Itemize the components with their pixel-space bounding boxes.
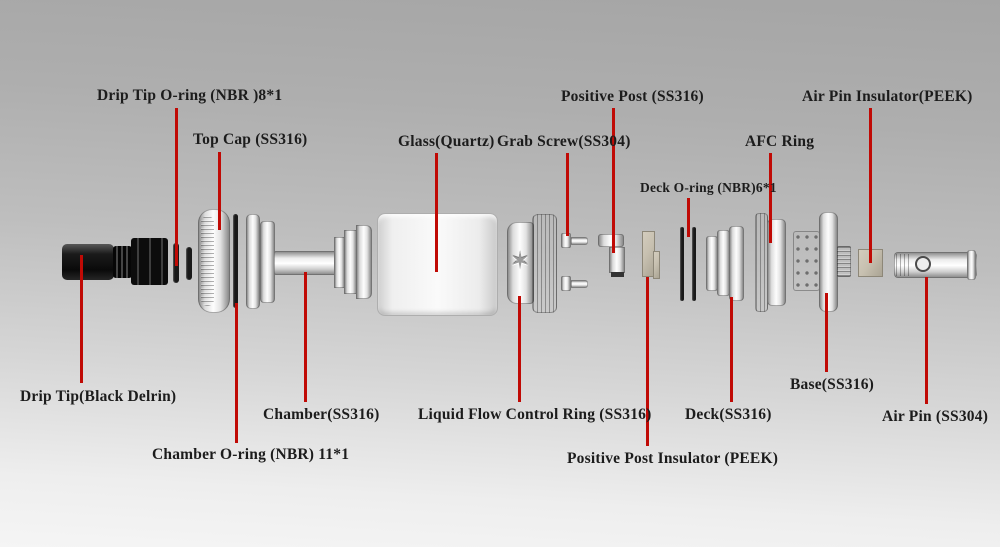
base-airflow-drum bbox=[793, 231, 820, 291]
leader-air-pin-insulator bbox=[869, 108, 872, 263]
grab-screw-top-shaft bbox=[571, 237, 588, 245]
label-deck-oring: Deck O-ring (NBR)6*1 bbox=[640, 180, 777, 195]
leader-chamber-oring bbox=[235, 303, 238, 443]
grab-screw-bottom-head bbox=[561, 276, 571, 291]
leader-deck-oring bbox=[687, 198, 690, 237]
leader-drip-tip bbox=[80, 255, 83, 383]
top-cap-part bbox=[198, 209, 230, 313]
leader-grab-screw bbox=[566, 153, 569, 236]
leader-glass bbox=[435, 153, 438, 272]
label-air-pin-insulator: Air Pin Insulator(PEEK) bbox=[802, 88, 973, 105]
leader-positive-post bbox=[612, 108, 615, 253]
leader-afc-ring bbox=[769, 153, 772, 243]
label-drip-tip: Drip Tip(Black Delrin) bbox=[20, 388, 177, 405]
label-grab-screw: Grab Screw(SS304) bbox=[497, 133, 631, 150]
lfc-scalloped-sleeve bbox=[507, 222, 534, 304]
leader-deck bbox=[730, 297, 733, 402]
leader-top-cap bbox=[218, 152, 221, 230]
leader-drip-tip-oring bbox=[175, 108, 178, 266]
lfc-knurled-ring bbox=[532, 214, 557, 313]
drip-tip-mouthpiece bbox=[62, 244, 114, 280]
label-chamber-oring: Chamber O-ring (NBR) 11*1 bbox=[152, 446, 350, 463]
air-pin-tube bbox=[894, 252, 977, 278]
top-cap-knurl bbox=[201, 216, 214, 306]
positive-post-foot bbox=[611, 272, 624, 277]
leader-chamber bbox=[304, 272, 307, 402]
leader-air-pin bbox=[925, 277, 928, 404]
label-glass: Glass(Quartz) bbox=[398, 133, 495, 150]
chamber-flange-inner bbox=[260, 221, 275, 303]
label-top-cap: Top Cap (SS316) bbox=[193, 131, 308, 148]
positive-post-insulator-step bbox=[653, 251, 660, 279]
label-base: Base(SS316) bbox=[790, 376, 875, 393]
deck-oring-2 bbox=[692, 227, 696, 301]
label-positive-post-insulator: Positive Post Insulator (PEEK) bbox=[567, 450, 779, 467]
leader-lfc-ring bbox=[518, 296, 521, 402]
base-threaded-nub bbox=[837, 246, 851, 277]
deck-step-3 bbox=[729, 226, 744, 301]
base-disc bbox=[819, 212, 838, 312]
air-pin-hole bbox=[915, 256, 931, 272]
leader-positive-post-insulator bbox=[646, 277, 649, 446]
label-air-pin: Air Pin (SS304) bbox=[882, 408, 989, 425]
deck-oring-1 bbox=[680, 227, 684, 301]
drip-tip-collar bbox=[131, 238, 168, 285]
label-deck: Deck(SS316) bbox=[685, 406, 772, 423]
positive-post-cap bbox=[598, 234, 624, 247]
label-chamber: Chamber(SS316) bbox=[263, 406, 380, 423]
chamber-flare-3 bbox=[356, 225, 372, 299]
label-afc-ring: AFC Ring bbox=[745, 133, 815, 150]
grab-screw-bottom-shaft bbox=[571, 280, 588, 288]
drip-tip-oring-2 bbox=[186, 247, 192, 280]
drip-tip-ribs bbox=[113, 246, 132, 278]
lfc-logo-icon: ✶ bbox=[510, 249, 531, 275]
label-positive-post: Positive Post (SS316) bbox=[561, 88, 704, 105]
air-pin-threads bbox=[896, 254, 910, 276]
air-pin-lip bbox=[967, 250, 976, 280]
chamber-oring-part bbox=[233, 214, 238, 308]
label-lfc-ring: Liquid Flow Control Ring (SS316) bbox=[418, 406, 652, 423]
chamber-flange-outer bbox=[246, 214, 260, 309]
leader-base bbox=[825, 293, 828, 372]
label-drip-tip-oring: Drip Tip O-ring (NBR )8*1 bbox=[97, 87, 283, 104]
